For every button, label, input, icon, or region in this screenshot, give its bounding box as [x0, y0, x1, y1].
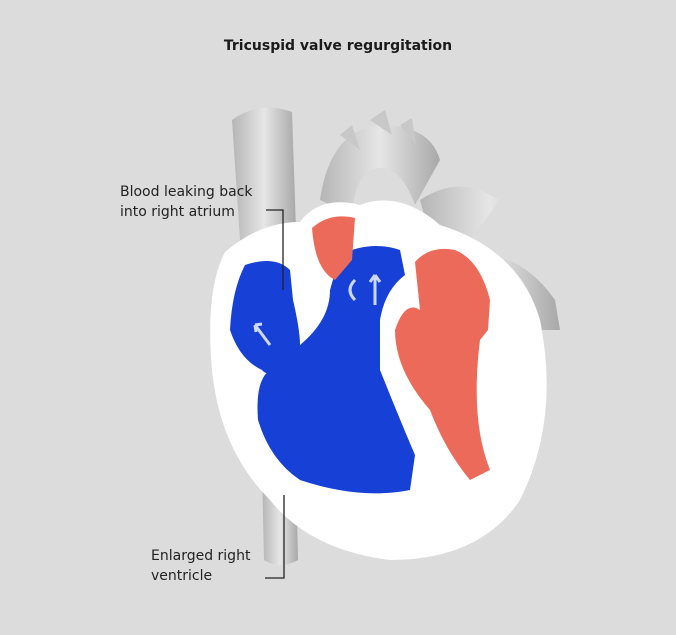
left-ventricle — [395, 248, 490, 480]
leak-label-line2: into right atrium — [120, 204, 235, 220]
diagram-title: Tricuspid valve regurgitation — [223, 38, 453, 54]
right-ventricle — [257, 246, 415, 494]
superior-vena-cava — [232, 107, 296, 240]
aorta-arch — [320, 125, 440, 215]
ventricle-label-bracket — [265, 495, 285, 579]
regurgitation-arrows — [253, 274, 382, 346]
aortic-branches — [340, 110, 416, 150]
ventricle-label-line1: Enlarged right — [151, 548, 251, 564]
ventricle-label-line2: ventricle — [151, 568, 213, 584]
leak-label: Blood leaking back into right atrium — [120, 182, 253, 222]
ventricle-label: Enlarged right ventricle — [151, 546, 250, 586]
leak-label-bracket — [266, 209, 284, 290]
leak-label-line1: Blood leaking back — [120, 184, 253, 200]
left-atrium — [312, 216, 355, 280]
